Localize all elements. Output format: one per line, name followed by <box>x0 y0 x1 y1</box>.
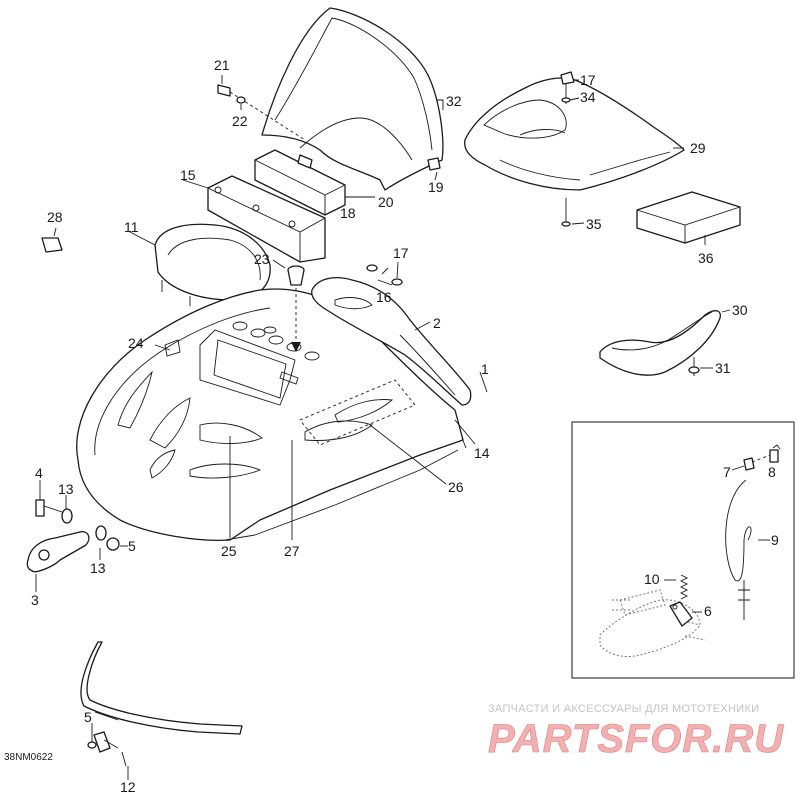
callout-10: 10 <box>644 571 660 587</box>
callout-6: 6 <box>704 603 712 619</box>
callout-35: 35 <box>586 216 602 232</box>
hardware-center <box>41 84 441 286</box>
watermark: ЗАПЧАСТИ И АКСЕССУАРЫ ДЛЯ МОТОТЕХНИКИ PA… <box>488 703 784 761</box>
callout-21: 21 <box>214 57 230 73</box>
callout-25: 25 <box>221 543 237 559</box>
callout-32: 32 <box>446 93 462 109</box>
callout-3: 3 <box>31 592 39 608</box>
callout-22: 22 <box>232 113 248 129</box>
callout-1: 1 <box>481 361 489 377</box>
callout-5-top: 5 <box>128 538 136 554</box>
callout-28: 28 <box>47 209 63 225</box>
watermark-brand: PARTSFOR.RU <box>488 717 784 761</box>
instrument-cover <box>154 223 271 306</box>
callout-16: 16 <box>376 289 392 305</box>
watermark-tagline: ЗАПЧАСТИ И АКСЕССУАРЫ ДЛЯ МОТОТЕХНИКИ <box>488 703 759 715</box>
callout-29: 29 <box>690 140 706 156</box>
callout-4: 4 <box>35 465 43 481</box>
rear-cover <box>464 77 685 191</box>
callout-30: 30 <box>732 302 748 318</box>
hinge-bracket <box>26 499 120 573</box>
callout-11: 11 <box>124 219 139 235</box>
callout-8: 8 <box>768 464 776 480</box>
callout-12: 12 <box>120 779 136 795</box>
callout-9: 9 <box>771 532 779 548</box>
drawing-code: 38NM0622 <box>4 752 53 763</box>
callout-14: 14 <box>474 445 490 461</box>
side-panel <box>311 277 472 406</box>
callout-19: 19 <box>428 179 444 195</box>
deflector <box>599 310 721 376</box>
fairing-console <box>207 175 326 263</box>
callout-2: 2 <box>433 315 441 331</box>
callout-31: 31 <box>715 360 731 376</box>
callout-17-mid: 17 <box>393 245 409 261</box>
inset-box <box>571 421 795 679</box>
leader-lines <box>35 75 770 780</box>
callout-34: 34 <box>580 89 596 105</box>
callout-13-top: 13 <box>58 481 74 497</box>
foam-block <box>254 149 346 216</box>
callout-26: 26 <box>448 479 464 495</box>
bumper-rail <box>80 641 243 767</box>
callout-labels: 32 17 34 29 35 36 30 31 1 2 14 26 27 25 … <box>31 57 779 795</box>
windshield <box>261 7 444 191</box>
callout-5-bottom: 5 <box>84 709 92 725</box>
callout-20: 20 <box>378 194 394 210</box>
callout-15: 15 <box>180 167 196 183</box>
grommet <box>287 265 305 352</box>
callout-7: 7 <box>723 464 731 480</box>
pad <box>636 191 741 244</box>
callout-24: 24 <box>128 335 144 351</box>
callout-13-bottom: 13 <box>90 560 106 576</box>
callout-27: 27 <box>284 543 300 559</box>
hardware-right <box>560 71 700 376</box>
callout-18: 18 <box>340 205 356 221</box>
hood-body <box>76 288 467 541</box>
callout-36: 36 <box>698 250 714 266</box>
callout-17-top: 17 <box>580 72 596 88</box>
callout-23: 23 <box>254 251 270 267</box>
